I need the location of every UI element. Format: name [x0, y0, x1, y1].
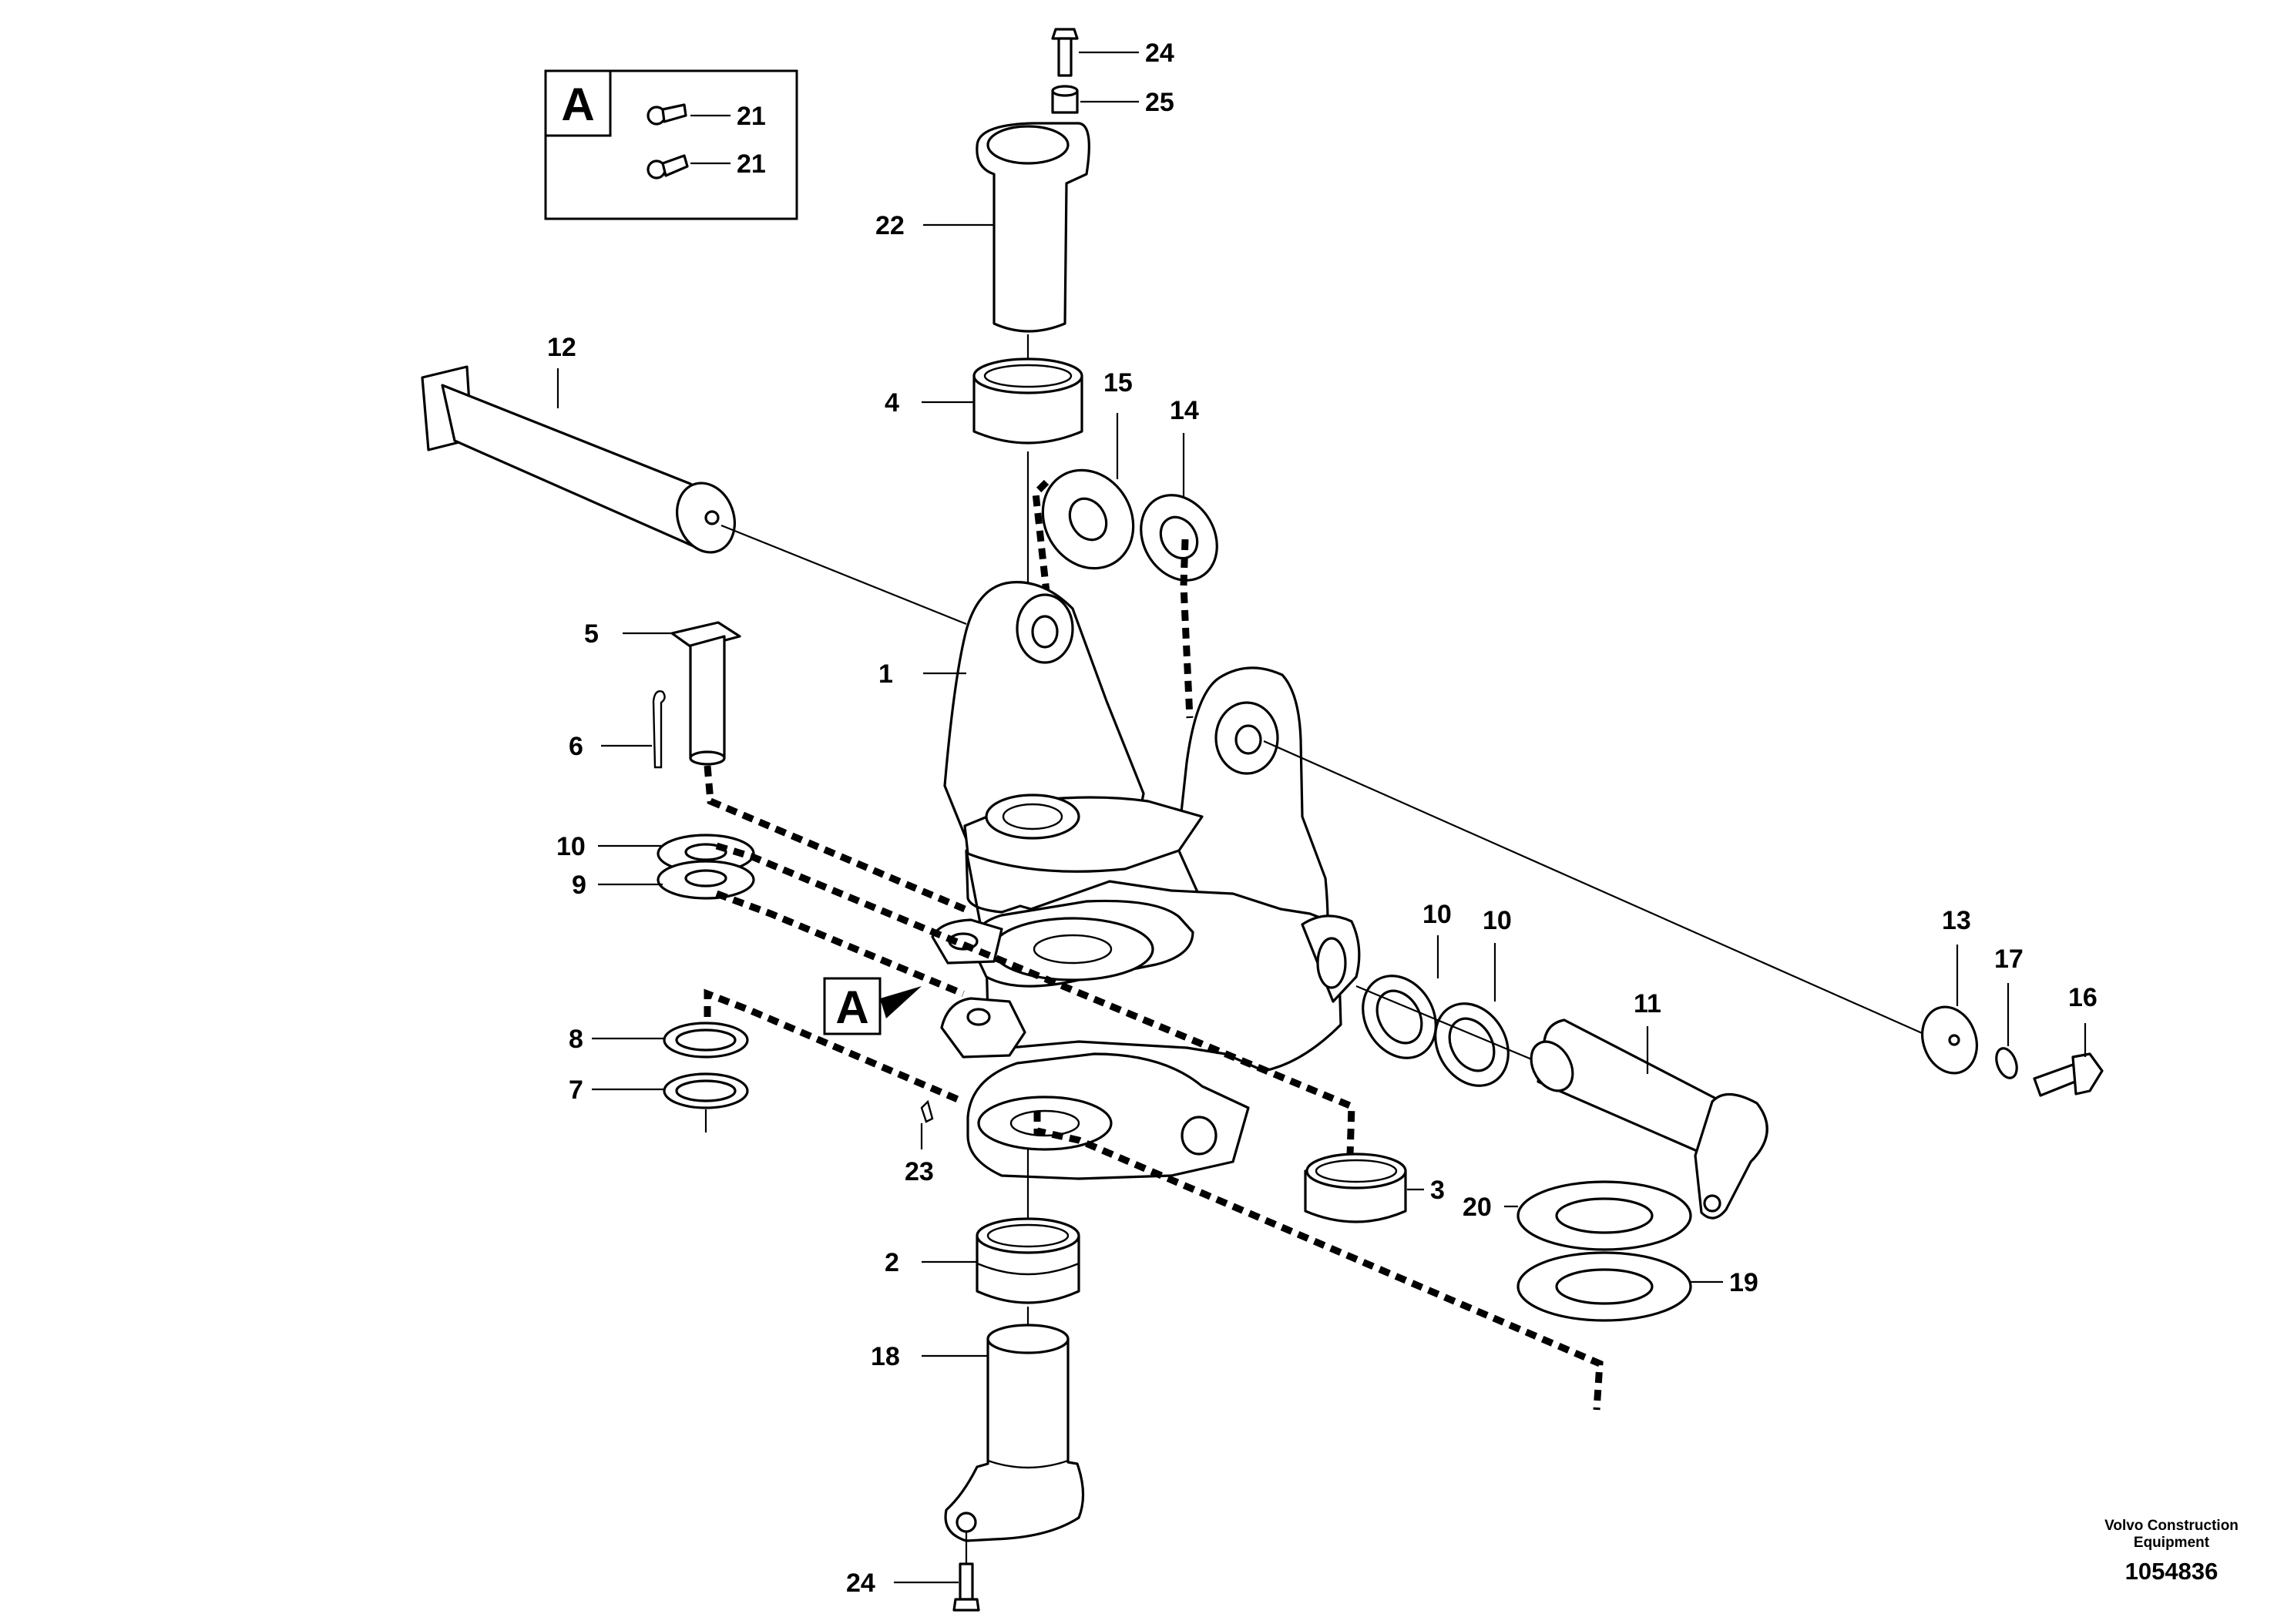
label-9: 9 [572, 871, 586, 900]
label-19: 19 [1729, 1268, 1758, 1297]
washer-15 [1041, 468, 1135, 570]
label-10-mid-a: 10 [1422, 900, 1452, 929]
bushing-4 [972, 357, 1083, 445]
assembly-path-9 [715, 890, 965, 998]
label-10-mid-b: 10 [1483, 906, 1512, 935]
label-10-left: 10 [556, 832, 586, 861]
label-6: 6 [569, 732, 583, 761]
washer-17 [1995, 1047, 2018, 1079]
company-line-2: Equipment [2134, 1535, 2210, 1551]
label-21-a: 21 [737, 102, 766, 131]
ring-7 [663, 1072, 749, 1109]
pin-12 [421, 365, 736, 554]
inset-letter-box [544, 69, 612, 137]
washer-14 [1140, 494, 1218, 582]
pin-11 [1530, 1018, 1768, 1220]
washer-13 [1921, 1005, 1978, 1075]
grease-nipple-23 [920, 1099, 934, 1123]
pin-5 [670, 621, 741, 766]
swing-bracket-1 [931, 581, 1361, 1180]
label-8: 8 [569, 1025, 583, 1054]
detail-marker-a: A [823, 977, 922, 1035]
label-14: 14 [1170, 396, 1199, 425]
assembly-path-19 [1033, 1111, 1604, 1411]
ring-8 [663, 1022, 749, 1059]
footer: Volvo Construction Equipment 1054836 [2104, 1518, 2239, 1585]
inset-letter: A [561, 79, 594, 130]
label-1: 1 [878, 659, 893, 689]
washer-20 [1516, 1180, 1692, 1251]
label-5: 5 [584, 619, 599, 649]
label-20: 20 [1463, 1193, 1492, 1222]
label-7: 7 [569, 1075, 583, 1105]
detail-marker-arrow [880, 986, 922, 1018]
label-2: 2 [885, 1248, 899, 1277]
label-21-b: 21 [737, 149, 766, 179]
washer-19 [1516, 1251, 1692, 1322]
assembly-path-5 [704, 765, 966, 913]
assembly-path-10 [715, 842, 1355, 1156]
assembly-path-14 [1180, 539, 1194, 719]
label-24-bottom: 24 [846, 1569, 875, 1598]
label-13: 13 [1942, 906, 1971, 935]
washer-10-mid-a [1362, 975, 1437, 1059]
spacer-25 [1051, 85, 1079, 114]
label-22: 22 [875, 211, 905, 240]
label-4: 4 [885, 388, 899, 418]
label-17: 17 [1994, 945, 2024, 974]
screw-21-b [647, 154, 689, 180]
company-line-1: Volvo Construction [2104, 1518, 2239, 1534]
bolt-24-top [1051, 28, 1079, 77]
bushing-2 [976, 1217, 1080, 1304]
bolt-24-bottom [952, 1562, 980, 1612]
label-24-top: 24 [1145, 39, 1174, 68]
pin-22 [976, 122, 1090, 333]
label-25: 25 [1145, 88, 1174, 117]
detail-marker-box [823, 977, 882, 1035]
detail-marker-letter: A [835, 981, 868, 1033]
bolt-16 [2033, 1052, 2104, 1097]
assembly-path-8 [704, 988, 965, 1106]
label-11: 11 [1634, 989, 1661, 1018]
label-3: 3 [1430, 1176, 1445, 1205]
cotter-pin-6 [652, 690, 666, 769]
bushing-3 [1304, 1153, 1407, 1223]
label-15: 15 [1103, 368, 1133, 398]
screw-21-a [647, 103, 687, 126]
washer-9 [657, 860, 755, 900]
label-18: 18 [871, 1342, 900, 1371]
drawing-number: 1054836 [2125, 1558, 2218, 1585]
label-12: 12 [547, 333, 576, 362]
detail-inset-a: A 21 21 [544, 69, 798, 220]
label-16: 16 [2068, 983, 2098, 1012]
washer-10-mid-b [1434, 1002, 1510, 1087]
pin-18 [944, 1324, 1085, 1542]
label-23: 23 [905, 1157, 934, 1186]
